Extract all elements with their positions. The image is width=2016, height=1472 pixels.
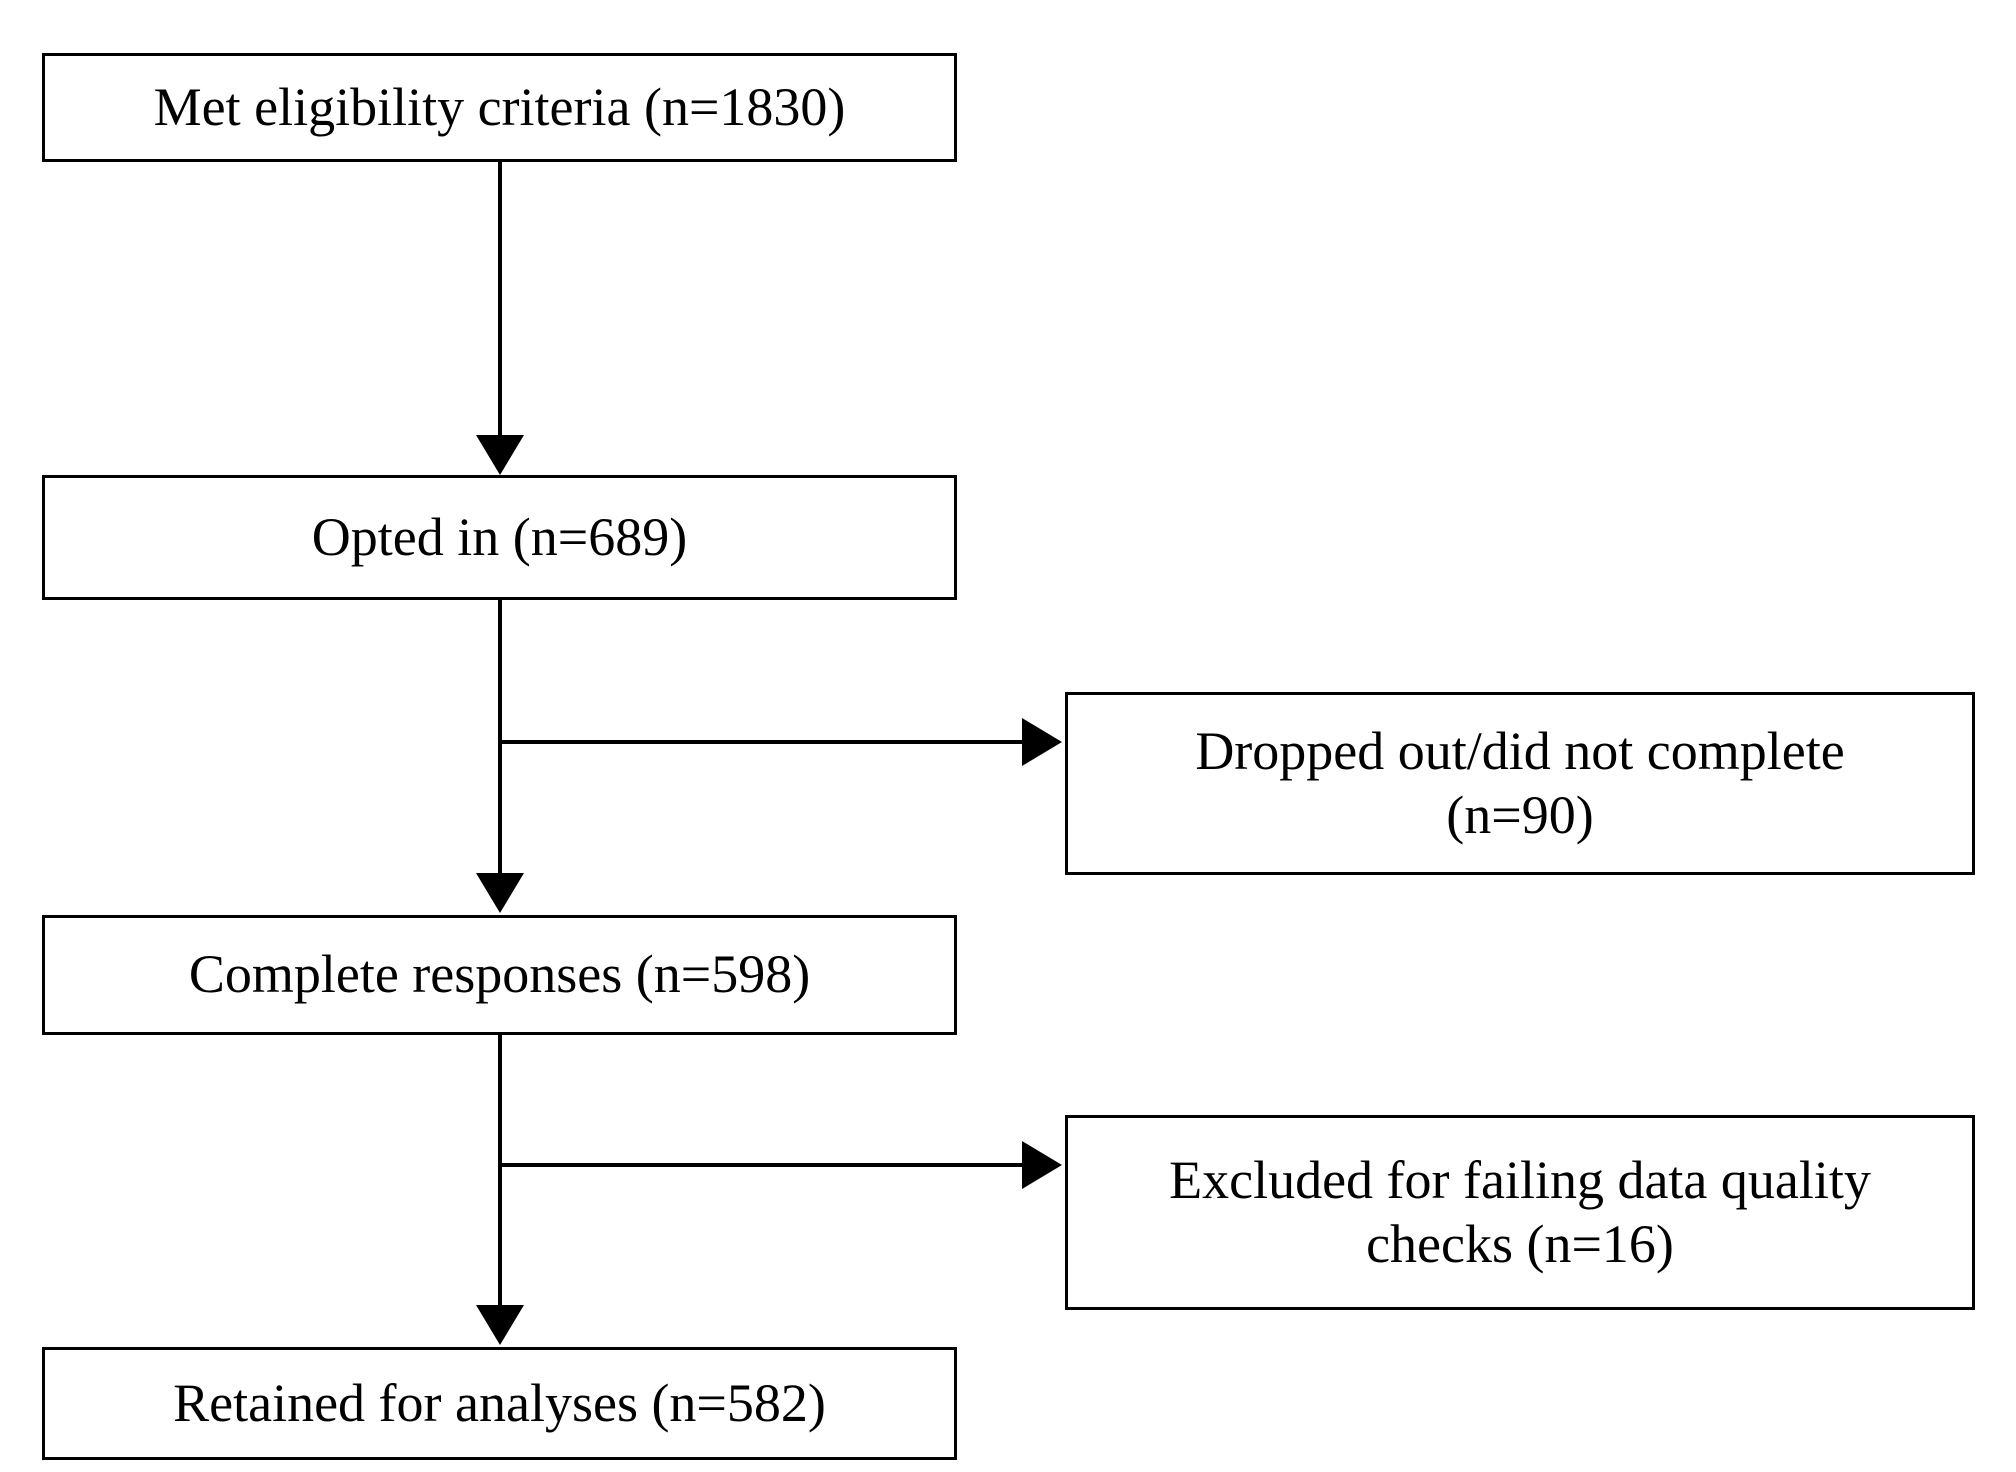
node-complete-responses: Complete responses (n=598) [42,915,957,1035]
connector-eligibility-to-opted-in [498,162,502,450]
arrowhead-right-icon [1022,718,1062,766]
connector-complete-responses-to-retained [498,1035,502,1307]
node-retained-for-analyses: Retained for analyses (n=582) [42,1347,957,1460]
node-dropped-out-did-not-complete: Dropped out/did not complete (n=90) [1065,692,1975,875]
connector-opted-in-to-dropped-out [500,740,1030,744]
arrowhead-down-icon [476,1305,524,1345]
arrowhead-right-icon [1022,1141,1062,1189]
arrowhead-down-icon [476,435,524,475]
node-excluded-failing-data-quality-checks: Excluded for failing data quality checks… [1065,1115,1975,1310]
connector-complete-responses-to-excluded [500,1163,1030,1167]
node-opted-in: Opted in (n=689) [42,475,957,600]
node-met-eligibility-criteria: Met eligibility criteria (n=1830) [42,53,957,162]
arrowhead-down-icon [476,873,524,913]
connector-opted-in-to-complete-responses [498,600,502,875]
